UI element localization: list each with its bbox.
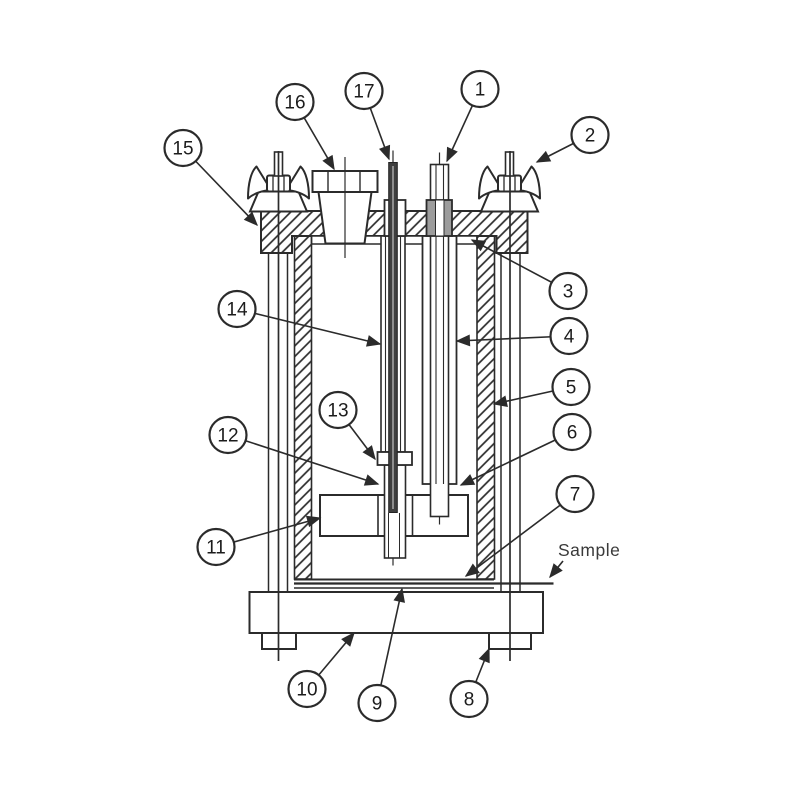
callout-number: 1 bbox=[475, 80, 486, 101]
callout-4: 4 bbox=[549, 316, 589, 356]
sample-label: Sample bbox=[558, 540, 620, 560]
callout-circle bbox=[344, 71, 384, 111]
tie-rod-axis-lines bbox=[277, 151, 511, 661]
callout-circle bbox=[460, 69, 500, 109]
callout-balloons: 1 2 3 4 5 6 7 bbox=[163, 69, 610, 723]
callout-number: 5 bbox=[566, 378, 577, 399]
inner-rod-17 bbox=[388, 150, 398, 513]
callout-circle bbox=[196, 527, 236, 567]
callout-number: 6 bbox=[567, 423, 578, 444]
callout-11: 11 bbox=[196, 527, 236, 567]
wing-left bbox=[247, 165, 272, 200]
leader-9 bbox=[376, 587, 405, 704]
cell-wall-right bbox=[476, 235, 496, 580]
wing-right bbox=[516, 165, 541, 200]
callout-number: 10 bbox=[296, 680, 317, 701]
callout-17: 17 bbox=[344, 71, 384, 111]
leader-12 bbox=[227, 434, 380, 486]
callout-circle bbox=[208, 415, 248, 455]
callout-number: 13 bbox=[327, 401, 348, 422]
callout-13: 13 bbox=[318, 390, 358, 430]
callout-circle bbox=[548, 271, 588, 311]
callout-circle bbox=[449, 679, 489, 719]
callout-number: 16 bbox=[284, 93, 305, 114]
callout-10: 10 bbox=[287, 669, 327, 709]
callout-number: 4 bbox=[564, 327, 575, 348]
callout-number: 8 bbox=[464, 690, 475, 711]
callout-12: 12 bbox=[208, 415, 248, 455]
callout-circle bbox=[551, 367, 591, 407]
boss-bore bbox=[435, 199, 445, 237]
callout-number: 15 bbox=[172, 139, 193, 160]
callout-circle bbox=[357, 683, 397, 723]
callout-number: 7 bbox=[570, 485, 581, 506]
callout-number: 2 bbox=[585, 126, 596, 147]
callout-16: 16 bbox=[275, 82, 315, 122]
callout-3: 3 bbox=[548, 271, 588, 311]
wing-left bbox=[478, 165, 503, 200]
callout-number: 14 bbox=[226, 300, 248, 321]
callout-circle bbox=[217, 289, 257, 329]
callout-9: 9 bbox=[357, 683, 397, 723]
leader-6 bbox=[459, 431, 573, 486]
callout-circle bbox=[555, 474, 595, 514]
callout-5: 5 bbox=[551, 367, 591, 407]
callout-circle bbox=[318, 390, 358, 430]
cell-wall-left bbox=[293, 235, 313, 580]
callout-number: 12 bbox=[217, 426, 238, 447]
callout-1: 1 bbox=[460, 69, 500, 109]
callout-2: 2 bbox=[570, 115, 610, 155]
callouts: 1 2 3 4 5 6 7 bbox=[163, 69, 620, 723]
tapered-plug-16 bbox=[311, 157, 379, 258]
callout-number: 9 bbox=[372, 694, 383, 715]
callout-6: 6 bbox=[552, 412, 592, 452]
callout-7: 7 bbox=[555, 474, 595, 514]
callout-circle bbox=[549, 316, 589, 356]
callout-number: 3 bbox=[563, 282, 574, 303]
callout-14: 14 bbox=[217, 289, 257, 329]
wing-right bbox=[285, 165, 310, 200]
callout-8: 8 bbox=[449, 679, 489, 719]
leader-14 bbox=[236, 308, 382, 347]
leader-7 bbox=[464, 493, 576, 577]
sample-label-group: Sample bbox=[549, 540, 620, 579]
callout-circle bbox=[552, 412, 592, 452]
callout-circle bbox=[287, 669, 327, 709]
callout-number: 11 bbox=[206, 538, 226, 559]
callout-15: 15 bbox=[163, 128, 203, 168]
sample-leader-line bbox=[549, 560, 564, 579]
callout-number: 17 bbox=[353, 82, 374, 103]
callout-circle bbox=[275, 82, 315, 122]
callout-circle bbox=[163, 128, 203, 168]
callout-circle bbox=[570, 115, 610, 155]
apparatus-drawing bbox=[247, 150, 554, 661]
